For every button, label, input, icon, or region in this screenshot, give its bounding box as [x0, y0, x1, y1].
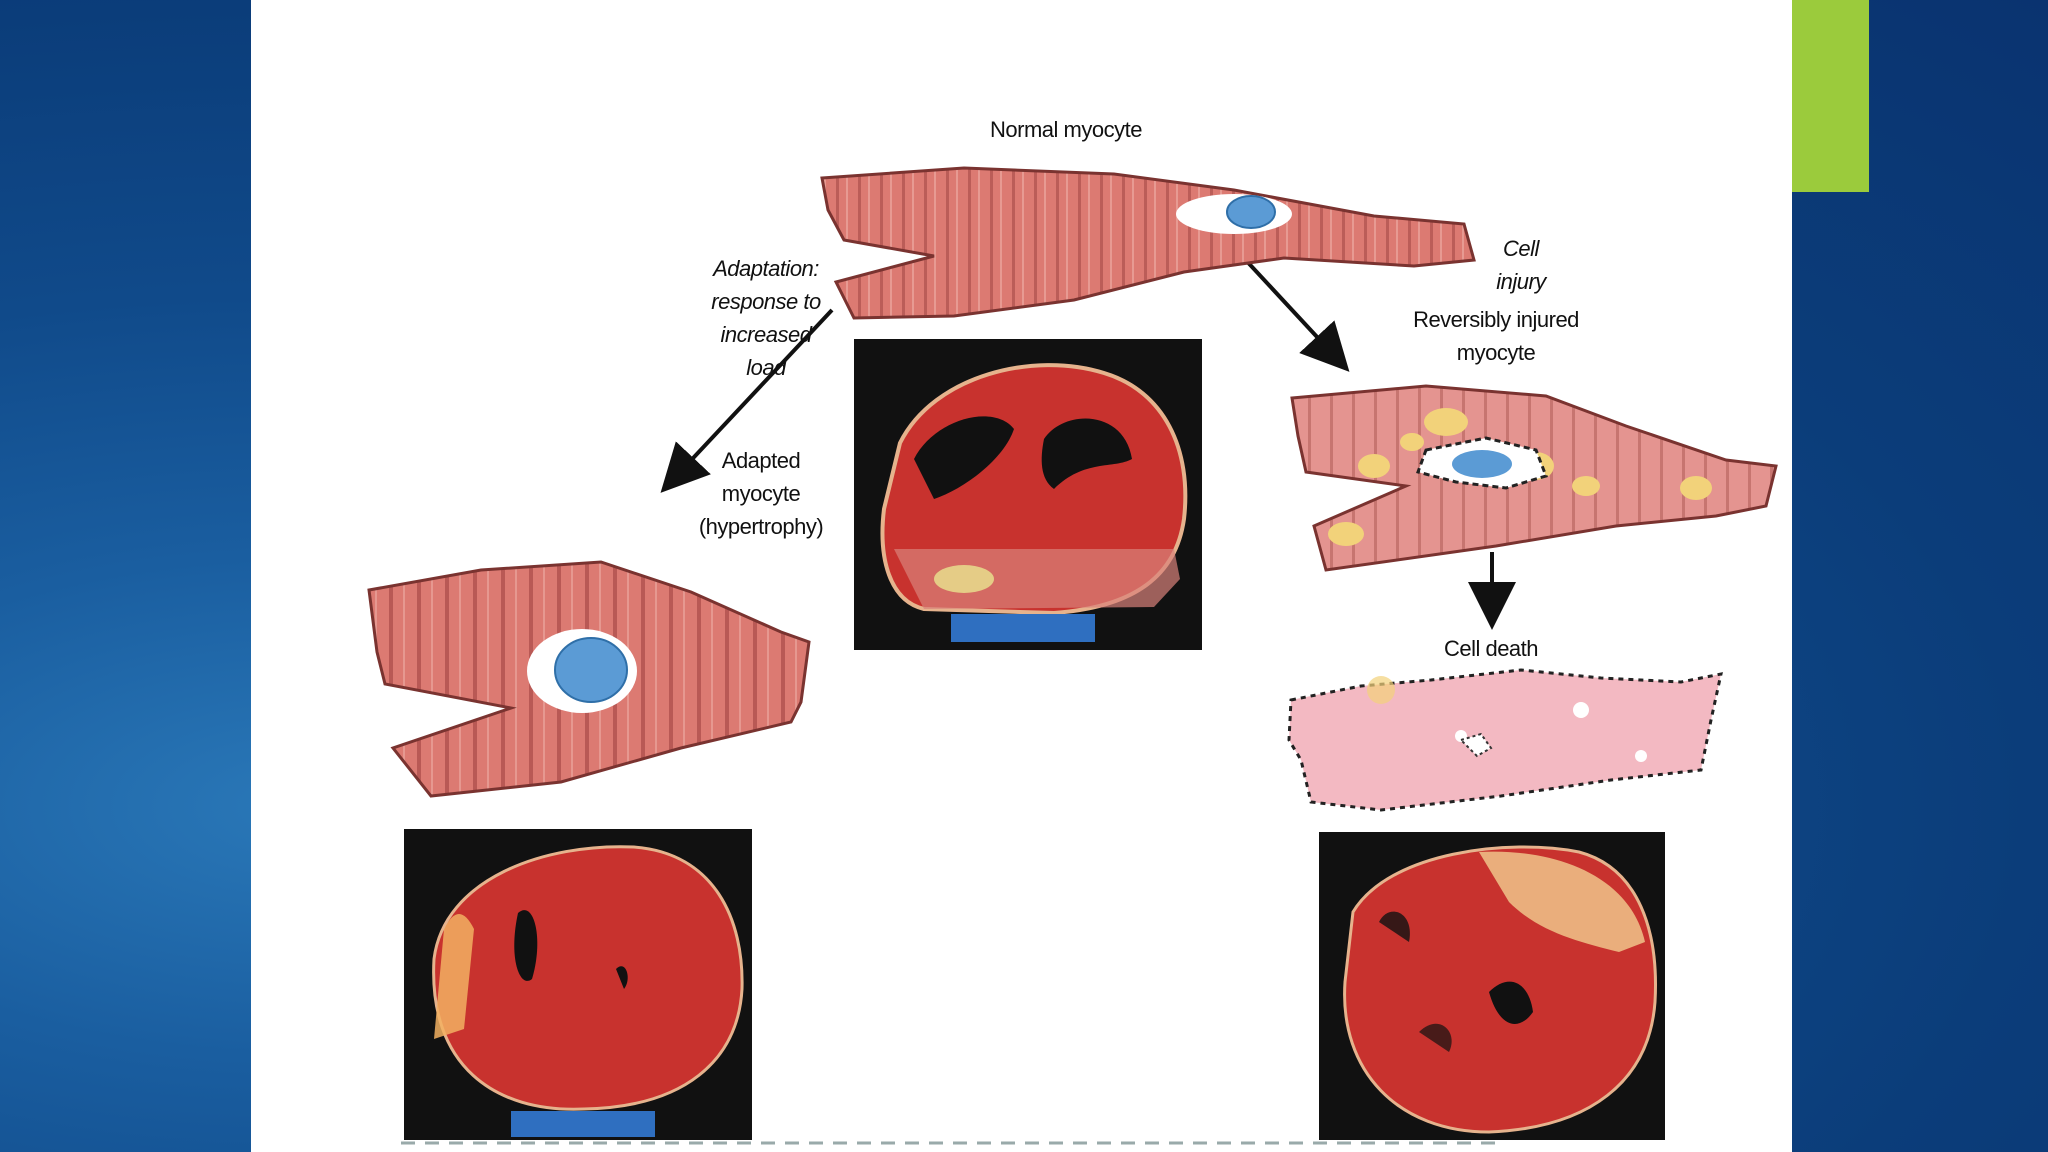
label-adaptation: Adaptation: response to increased load: [641, 252, 891, 384]
label-cell-injury-line-2: injury: [1496, 269, 1546, 294]
label-adapted-myocyte: Adapted myocyte (hypertrophy): [636, 444, 886, 543]
label-cell-injury: Cell injury: [1446, 232, 1596, 298]
infarct-heart-specimen: [1319, 832, 1665, 1140]
label-reversible-line-1: Reversibly injured: [1413, 307, 1579, 332]
diagram-panel: Normal myocyte Adaptation: response to i…: [251, 0, 1792, 1152]
adapted-myocyte: [367, 560, 811, 798]
label-cell-death: Cell death: [1443, 636, 1539, 661]
label-adapted-line-2: myocyte: [721, 481, 801, 506]
label-adapted-line-1: Adapted: [721, 448, 801, 473]
hypertrophy-heart-specimen: [404, 829, 752, 1140]
slide-accent-bar: [1792, 0, 1869, 192]
caption-artifact: [401, 1141, 1501, 1145]
label-normal-myocyte: Normal myocyte: [990, 117, 1142, 142]
dead-myocyte: [1287, 668, 1723, 812]
label-adaptation-line-3: increased: [720, 322, 812, 347]
label-adaptation-line-1: Adaptation:: [713, 256, 819, 281]
label-adaptation-line-2: response to: [711, 289, 821, 314]
adaptation-arrow: [660, 308, 834, 493]
label-reversibly-injured: Reversibly injured myocyte: [1376, 303, 1616, 369]
normal-myocyte: [820, 166, 1476, 320]
label-reversible-line-2: myocyte: [1456, 340, 1536, 365]
normal-heart-specimen: [854, 339, 1202, 650]
injury-arrow: [1239, 253, 1350, 372]
label-adaptation-line-4: load: [746, 355, 786, 380]
label-adapted-line-3: (hypertrophy): [698, 514, 824, 539]
reversibly-injured-myocyte: [1290, 384, 1778, 572]
label-cell-injury-line-1: Cell: [1503, 236, 1539, 261]
arrows-layer: [660, 253, 1516, 630]
